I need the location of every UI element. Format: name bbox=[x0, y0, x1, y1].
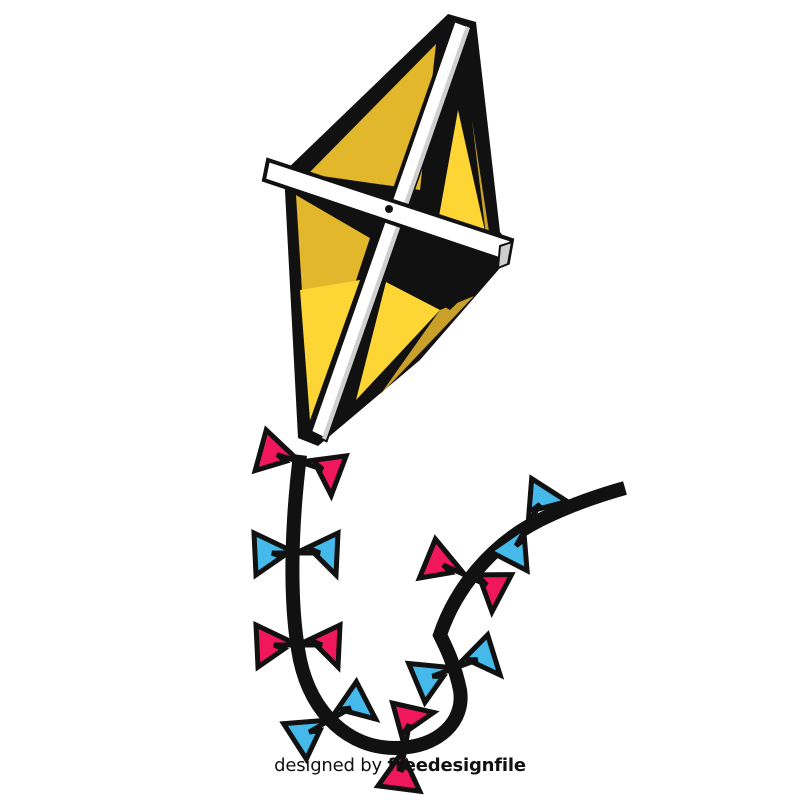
kite-tail-string bbox=[285, 454, 627, 756]
bow-blue bbox=[404, 630, 505, 708]
kite-joint-dot bbox=[385, 205, 393, 213]
bow-pink bbox=[251, 425, 350, 502]
bow-blue bbox=[251, 528, 341, 581]
watermark-brand: freedesignfile bbox=[387, 755, 526, 776]
kite-body bbox=[261, 14, 515, 446]
bow-blue bbox=[484, 474, 574, 575]
watermark-prefix: designed by bbox=[274, 755, 382, 776]
bow-pink bbox=[415, 534, 516, 619]
watermark: designed by freedesignfile bbox=[0, 755, 800, 776]
bow-pink bbox=[373, 699, 440, 795]
bow-pink bbox=[253, 620, 343, 673]
bow-blue bbox=[279, 676, 381, 765]
